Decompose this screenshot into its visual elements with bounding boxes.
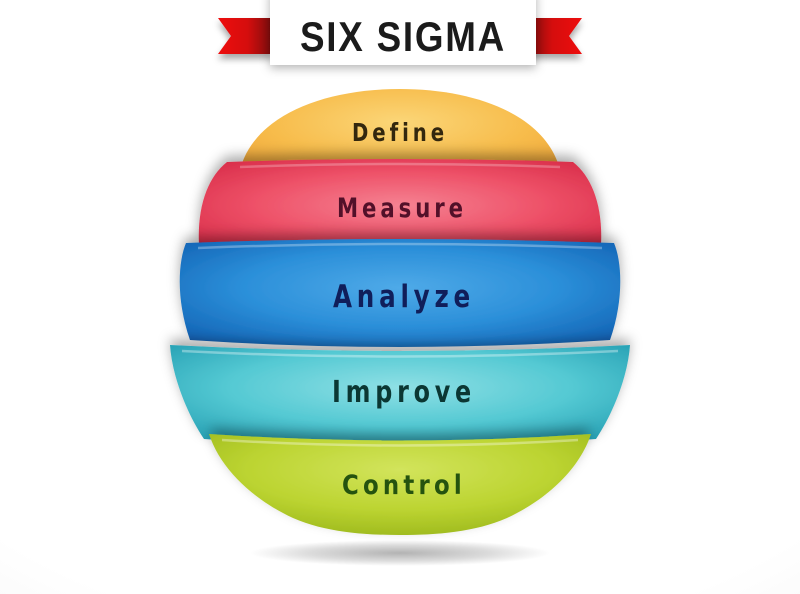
ribbon-right — [528, 18, 582, 54]
band-define-label: Define — [352, 118, 448, 147]
band-control: Control — [209, 434, 591, 535]
title-banner-group: SIX SIGMA — [218, 0, 582, 65]
band-improve-shape — [170, 345, 630, 446]
band-measure-highlight — [239, 162, 561, 169]
band-control-label: Control — [342, 470, 466, 501]
sphere: Define Measure Analyze Improve Control — [170, 89, 630, 535]
ground-shadow — [250, 540, 550, 566]
band-measure: Measure — [198, 159, 602, 252]
band-analyze-highlight — [197, 242, 603, 250]
band-measure-label: Measure — [337, 193, 467, 224]
band-analyze: Analyze — [179, 239, 621, 347]
title-banner — [270, 0, 536, 65]
band-analyze-label: Analyze — [333, 279, 475, 315]
band-control-shape — [209, 434, 591, 535]
band-improve-label: Improve — [332, 375, 476, 410]
band-control-highlight — [221, 438, 579, 447]
title-text: SIX SIGMA — [300, 13, 506, 60]
band-measure-shape — [198, 159, 602, 252]
band-improve: Improve — [170, 345, 630, 446]
band-analyze-shape — [179, 239, 621, 347]
band-improve-highlight — [181, 349, 619, 358]
ribbon-left — [218, 18, 272, 54]
